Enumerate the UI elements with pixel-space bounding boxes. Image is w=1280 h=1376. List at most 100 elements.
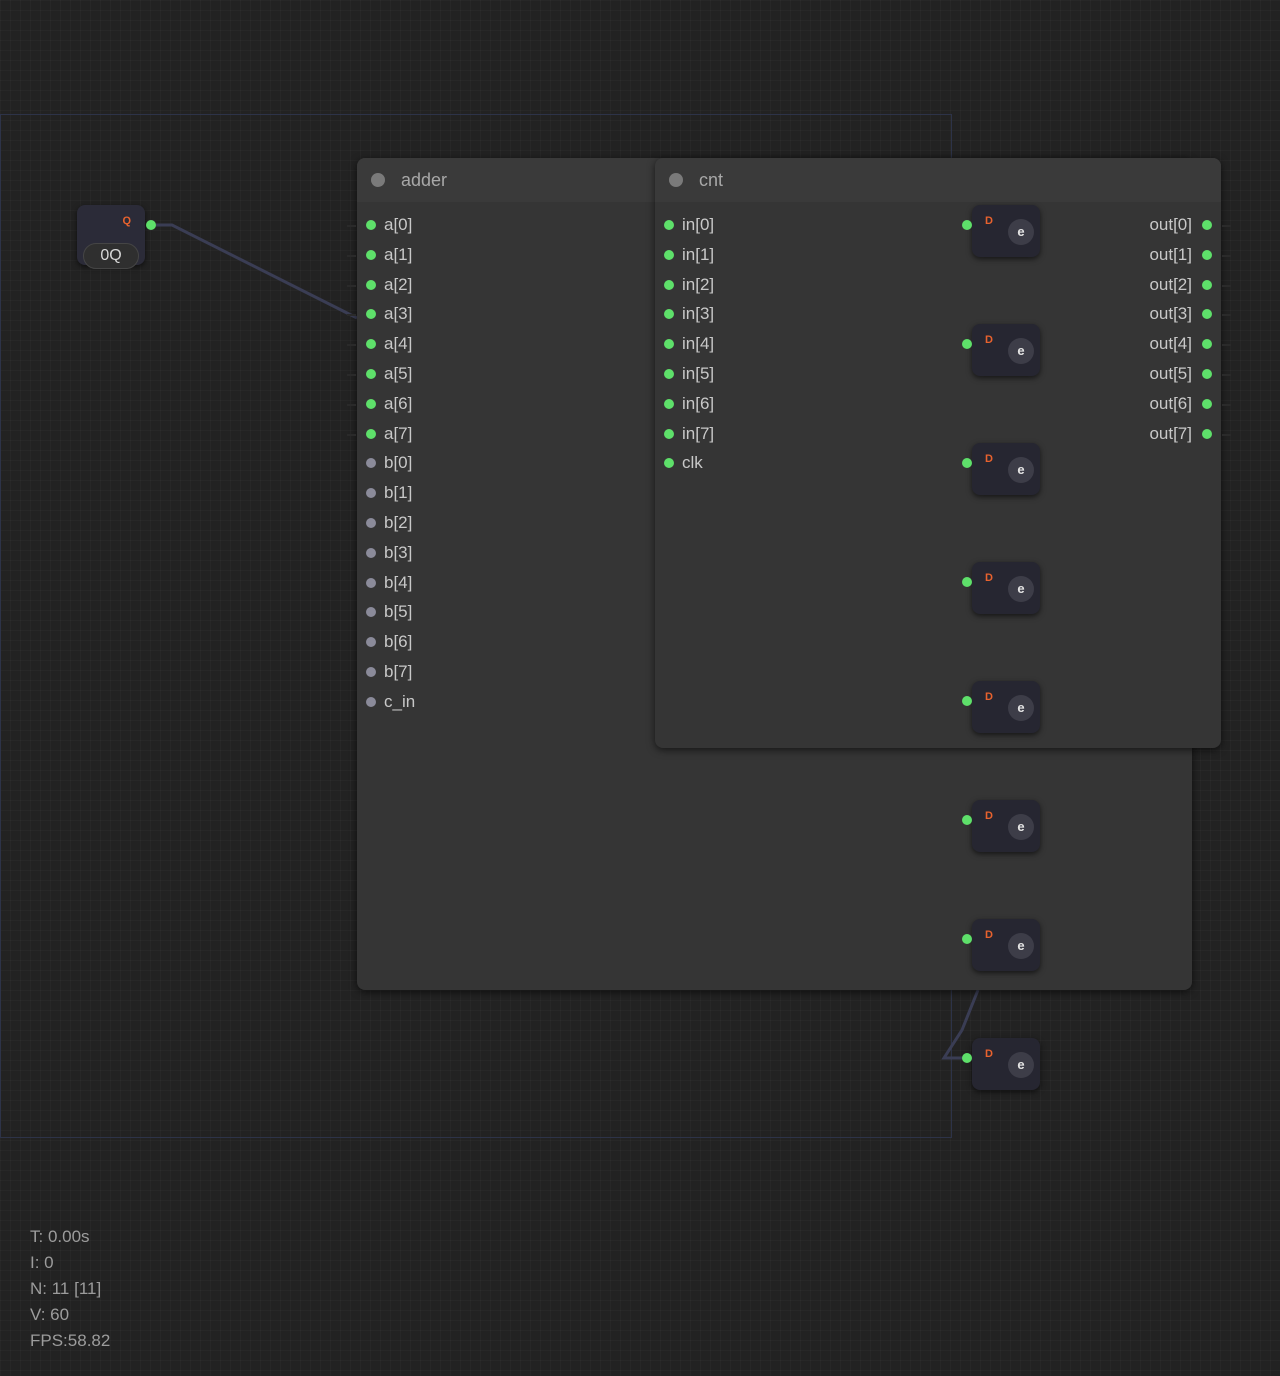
cnt-input-slot[interactable]: in[3]: [664, 303, 714, 325]
q-node[interactable]: Q 0Q: [77, 205, 145, 269]
dff-input-port[interactable]: [962, 339, 972, 349]
adder-input-slot[interactable]: a[6]: [366, 393, 412, 415]
adder-input-slot[interactable]: b[4]: [366, 572, 412, 594]
cnt-output-slot[interactable]: out[6]: [1100, 393, 1212, 415]
adder-input-port[interactable]: [366, 458, 376, 469]
adder-input-slot[interactable]: a[3]: [366, 303, 412, 325]
cnt-input-port[interactable]: [664, 428, 674, 439]
adder-input-port[interactable]: [366, 398, 376, 409]
adder-input-label: b[6]: [384, 632, 413, 652]
q-value-pill[interactable]: 0Q: [83, 243, 139, 269]
adder-input-port[interactable]: [366, 249, 376, 260]
cnt-input-slot[interactable]: in[6]: [664, 393, 714, 415]
cnt-collapse-dot[interactable]: [669, 173, 683, 187]
adder-input-slot[interactable]: b[0]: [366, 452, 412, 474]
adder-input-slot[interactable]: b[2]: [366, 512, 412, 534]
cnt-output-port[interactable]: [1202, 249, 1212, 260]
adder-input-port[interactable]: [366, 518, 376, 528]
adder-input-slot[interactable]: a[0]: [366, 214, 412, 236]
adder-input-port[interactable]: [366, 667, 376, 677]
cnt-input-slot[interactable]: in[5]: [664, 363, 714, 385]
cnt-input-slot[interactable]: in[1]: [664, 244, 714, 266]
dff-enable-button[interactable]: e: [1008, 1052, 1034, 1078]
adder-input-slot[interactable]: a[2]: [366, 274, 412, 296]
adder-input-port[interactable]: [366, 339, 376, 350]
cnt-input-port[interactable]: [664, 458, 674, 469]
dff-enable-button[interactable]: e: [1008, 457, 1034, 483]
cnt-input-slot[interactable]: in[2]: [664, 274, 714, 296]
dff-enable-button[interactable]: e: [1008, 338, 1034, 364]
adder-input-port[interactable]: [366, 696, 376, 707]
adder-input-port[interactable]: [366, 547, 376, 558]
cnt-output-port[interactable]: [1202, 428, 1212, 439]
cnt-input-port[interactable]: [664, 369, 674, 379]
adder-input-port[interactable]: [366, 488, 376, 499]
adder-input-slot[interactable]: c_in: [366, 691, 415, 713]
cnt-output-port[interactable]: [1202, 398, 1212, 409]
cnt-input-port[interactable]: [664, 249, 674, 260]
adder-input-slot[interactable]: a[4]: [366, 333, 412, 355]
cnt-input-slot[interactable]: clk: [664, 452, 703, 474]
cnt-output-port[interactable]: [1202, 309, 1212, 320]
dff-enable-button[interactable]: e: [1008, 576, 1034, 602]
dff-input-port[interactable]: [962, 934, 972, 944]
cnt-input-port[interactable]: [664, 398, 674, 409]
adder-input-port[interactable]: [366, 309, 376, 320]
cnt-output-port[interactable]: [1202, 220, 1212, 230]
cnt-input-port[interactable]: [664, 279, 674, 290]
cnt-output-slot[interactable]: out[7]: [1100, 423, 1212, 445]
cnt-output-port[interactable]: [1202, 369, 1212, 379]
cnt-output-port[interactable]: [1202, 339, 1212, 350]
cnt-input-port[interactable]: [664, 339, 674, 350]
dff-enable-button[interactable]: e: [1008, 695, 1034, 721]
dff-input-port[interactable]: [962, 696, 972, 706]
cnt-output-port[interactable]: [1202, 279, 1212, 290]
q-output-port[interactable]: [146, 220, 156, 230]
adder-input-slot[interactable]: a[7]: [366, 423, 412, 445]
adder-input-port[interactable]: [366, 369, 376, 379]
cnt-node[interactable]: cnt: [655, 158, 1221, 748]
cnt-output-slot[interactable]: out[1]: [1100, 244, 1212, 266]
dff-input-port[interactable]: [962, 220, 972, 230]
adder-input-port[interactable]: [366, 279, 376, 290]
dff-input-port[interactable]: [962, 1053, 972, 1063]
cnt-output-slot[interactable]: out[3]: [1100, 303, 1212, 325]
adder-input-slot[interactable]: a[5]: [366, 363, 412, 385]
adder-input-port[interactable]: [366, 577, 376, 588]
dff-input-port[interactable]: [962, 577, 972, 587]
adder-input-slot[interactable]: a[1]: [366, 244, 412, 266]
cnt-input-port[interactable]: [664, 220, 674, 230]
adder-input-slot[interactable]: b[7]: [366, 661, 412, 683]
adder-input-slot[interactable]: b[1]: [366, 482, 412, 504]
cnt-input-slot[interactable]: in[0]: [664, 214, 714, 236]
adder-input-port[interactable]: [366, 220, 376, 230]
adder-collapse-dot[interactable]: [371, 173, 385, 187]
cnt-header[interactable]: cnt: [655, 158, 1221, 202]
cnt-output-slot[interactable]: out[5]: [1100, 363, 1212, 385]
cnt-output-slot[interactable]: out[0]: [1100, 214, 1212, 236]
adder-input-port[interactable]: [366, 637, 376, 648]
cnt-input-port[interactable]: [664, 309, 674, 320]
cnt-output-slot[interactable]: out[2]: [1100, 274, 1212, 296]
dff-enable-button[interactable]: e: [1008, 814, 1034, 840]
adder-input-slot[interactable]: b[3]: [366, 542, 412, 564]
adder-input-slot[interactable]: b[6]: [366, 631, 412, 653]
cnt-input-slot[interactable]: in[7]: [664, 423, 714, 445]
adder-input-port[interactable]: [366, 607, 376, 618]
dff-input-port[interactable]: [962, 815, 972, 825]
dff-enable-button[interactable]: e: [1008, 219, 1034, 245]
cnt-output-slot[interactable]: out[4]: [1100, 333, 1212, 355]
cnt-input-slot[interactable]: in[4]: [664, 333, 714, 355]
dff-input-port[interactable]: [962, 458, 972, 468]
adder-input-port[interactable]: [366, 428, 376, 439]
adder-input-slot[interactable]: b[5]: [366, 601, 412, 623]
dff-enable-button[interactable]: e: [1008, 933, 1034, 959]
